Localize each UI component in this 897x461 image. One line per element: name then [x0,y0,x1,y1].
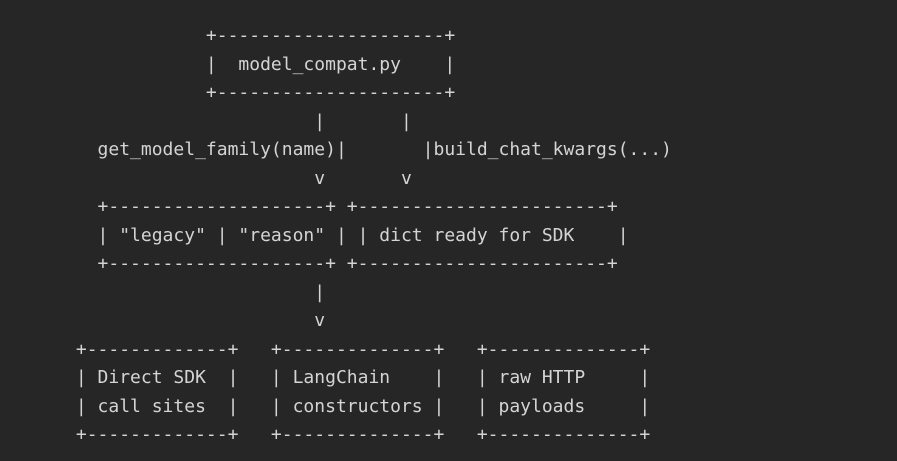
architecture-diagram: +---------------------+ | model_compat.p… [0,22,672,450]
lower-arrow-head: v [0,310,326,331]
result-boxes-bottom: +--------------------+ +----------------… [0,253,618,274]
connector-lines: | | [0,110,412,132]
model-compat-box-bottom: +---------------------+ [0,82,456,103]
arrow-heads: v v [0,167,412,189]
model-compat-box-label: | model_compat.py | [0,53,456,75]
result-boxes-top: +--------------------+ +----------------… [0,196,618,217]
function-labels: get_model_family(name)| |build_chat_kwar… [0,139,672,160]
consumer-boxes-labels-1: | Direct SDK | | LangChain | | raw HTTP … [0,367,651,388]
consumer-boxes-labels-2: | call sites | | constructors | | payloa… [0,395,651,417]
lower-connector-line: | [0,281,326,303]
consumer-boxes-top: +-------------+ +--------------+ +------… [0,338,651,360]
model-compat-box-top: +---------------------+ [0,25,456,46]
result-boxes-labels: | "legacy" | "reason" | | dict ready for… [0,224,629,246]
consumer-boxes-bottom: +-------------+ +--------------+ +------… [0,424,651,445]
